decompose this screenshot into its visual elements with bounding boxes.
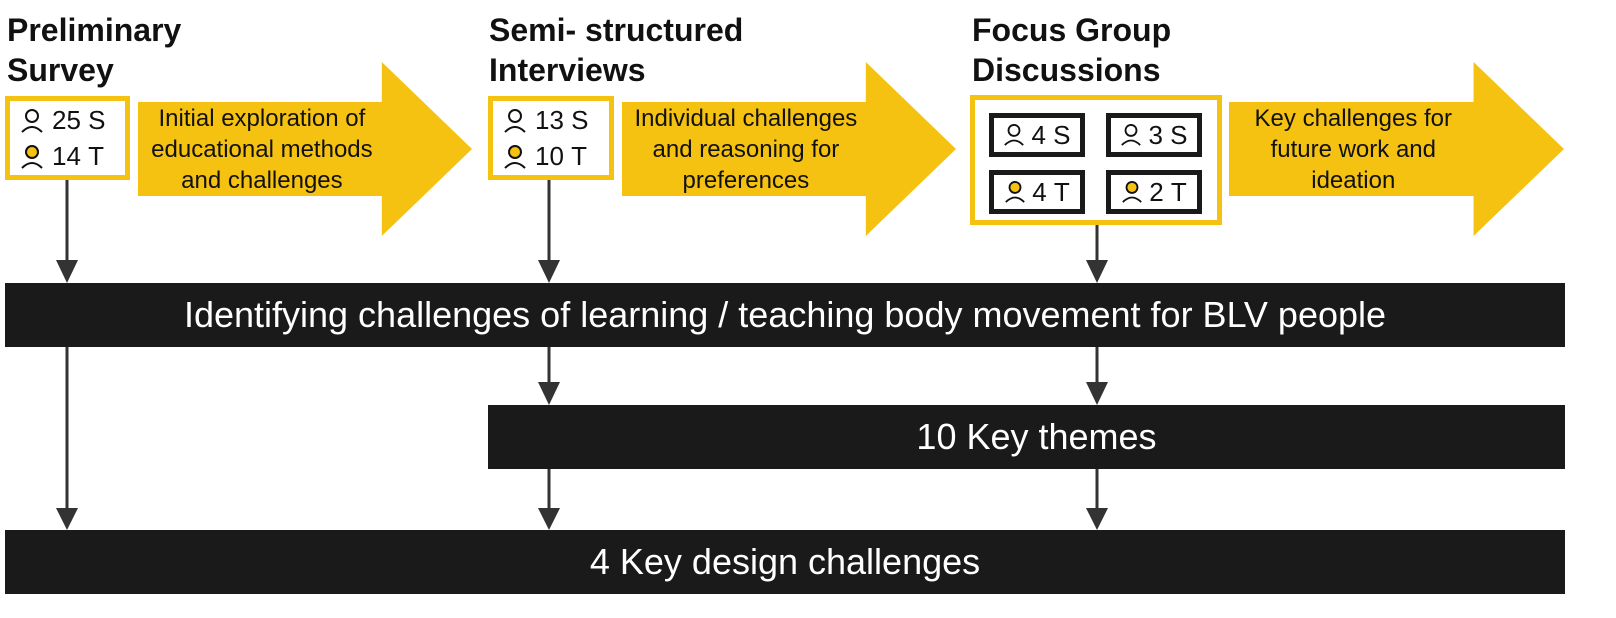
interviews-participants-box: 13 S 10 T (488, 96, 614, 180)
title-line: Focus Group (972, 12, 1172, 48)
group-box-students: 4 S (989, 113, 1085, 157)
participant-row-students: 25 S (20, 105, 106, 136)
person-outline-icon (21, 108, 43, 133)
group-box-teachers: 4 T (989, 170, 1085, 214)
group-count: 2 (1149, 176, 1164, 207)
stage-title-interviews: Semi- structured Interviews (489, 10, 743, 90)
participant-code: S (88, 105, 106, 135)
arrow-text-line: future work and (1270, 135, 1436, 163)
arrow-text-line: Initial exploration of (158, 104, 366, 132)
arrow-text-line: Key challenges for (1254, 104, 1452, 132)
arrow-text: Individual challenges and reasoning for … (622, 103, 866, 196)
participant-code: T (88, 141, 105, 171)
identifying-challenges-bar: Identifying challenges of learning / tea… (5, 283, 1565, 347)
participant-row-teachers: 14 T (20, 141, 104, 172)
focus-groups-box: 4 S 3 S 4 T 2 T (970, 95, 1222, 225)
participant-count: 14 (52, 141, 81, 171)
arrow-text-line: Individual challenges (634, 104, 858, 132)
key-themes-bar: 10 Key themes (488, 405, 1565, 469)
person-outline-icon (1121, 123, 1142, 146)
group-code: T (1053, 176, 1070, 207)
title-line: Semi- structured (489, 12, 744, 48)
design-challenges-bar: 4 Key design challenges (5, 530, 1565, 594)
stage-title-focus-groups: Focus Group Discussions (972, 10, 1171, 90)
connector-arrow-focus-themes (1086, 347, 1108, 405)
person-filled-head-icon (504, 144, 526, 169)
participant-count: 10 (535, 141, 564, 171)
group-box-students: 3 S (1106, 113, 1202, 157)
connector-arrow-interviews-themes (538, 347, 560, 405)
connector-arrow-interviews-identifying (538, 180, 560, 283)
title-line: Survey (7, 52, 114, 88)
arrow-text: Key challenges for future work and ideat… (1229, 103, 1474, 196)
connector-arrow-focus-identifying (1086, 225, 1108, 283)
title-line: Preliminary (7, 12, 182, 48)
participant-count: 13 (535, 105, 564, 135)
group-count: 4 (1032, 176, 1047, 207)
arrow-text-line: and reasoning for (652, 135, 840, 163)
person-outline-icon (504, 108, 526, 133)
person-filled-head-icon (1122, 181, 1143, 203)
connector-arrow-survey-identifying (56, 180, 78, 283)
title-line: Discussions (972, 52, 1161, 88)
group-box-teachers: 2 T (1106, 170, 1202, 214)
group-count: 4 (1031, 119, 1046, 150)
arrow-text-line: preferences (682, 166, 810, 194)
bar-label: Identifying challenges of learning / tea… (183, 294, 1387, 335)
connector-arrow-themes-design-right (1086, 469, 1108, 530)
arrow-text: Initial exploration of educational metho… (138, 103, 382, 196)
group-code: S (1053, 119, 1071, 150)
stage-title-survey: Preliminary Survey (7, 10, 181, 90)
arrow-text-line: educational methods (151, 135, 373, 163)
person-filled-head-icon (21, 144, 43, 169)
person-outline-icon (1004, 123, 1025, 146)
participant-row-teachers: 10 T (503, 141, 587, 172)
group-count: 3 (1148, 119, 1163, 150)
participant-row-students: 13 S (503, 105, 589, 136)
group-code: S (1170, 119, 1188, 150)
title-line: Interviews (489, 52, 646, 88)
participant-code: T (571, 141, 588, 171)
connector-arrow-survey-design (56, 347, 78, 530)
survey-participants-box: 25 S 14 T (5, 96, 130, 180)
arrow-text-line: and challenges (181, 166, 343, 194)
bar-label: 10 Key themes (916, 416, 1157, 457)
bar-label: 4 Key design challenges (589, 541, 981, 582)
group-code: T (1170, 176, 1187, 207)
person-filled-head-icon (1005, 181, 1026, 203)
participant-code: S (571, 105, 589, 135)
arrow-text-line: ideation (1311, 166, 1396, 194)
participant-count: 25 (52, 105, 81, 135)
connector-arrow-themes-design-left (538, 469, 560, 530)
